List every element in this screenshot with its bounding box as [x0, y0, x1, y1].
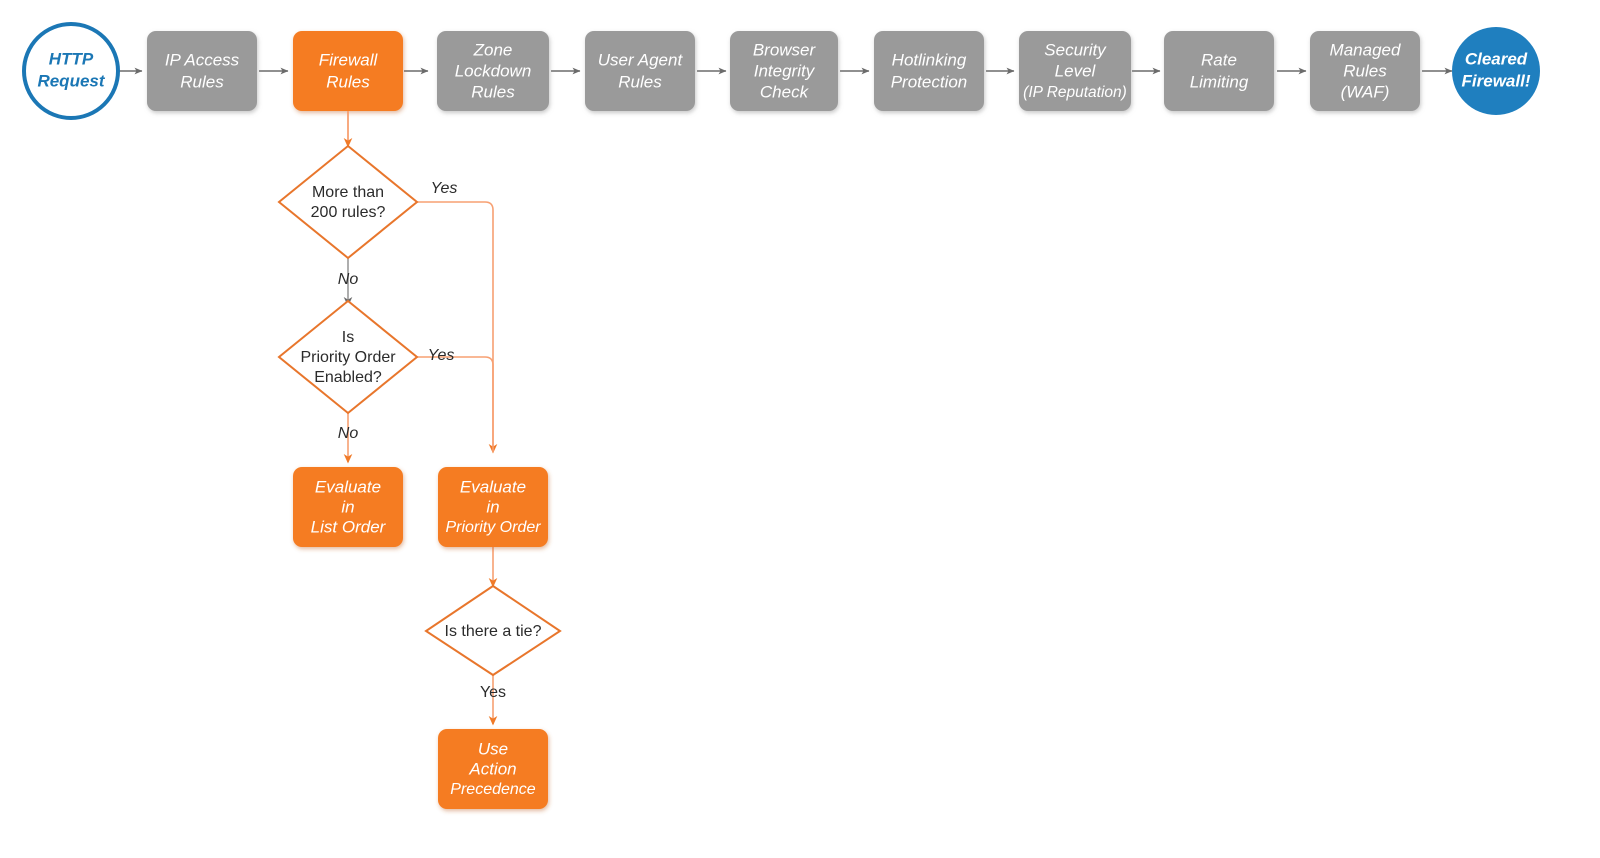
edge-label-yes-more-than-200: Yes — [431, 180, 458, 197]
node-evaluate-in-priority-order[interactable]: Evaluate in Priority Order — [438, 467, 548, 547]
zone-lockdown-rules-box — [437, 31, 549, 111]
is-priority-order-enabled-diamond — [277, 299, 419, 415]
evaluate-in-priority-order-label-line-1: Evaluate — [460, 477, 526, 496]
evaluate-in-list-order-label-line-1: Evaluate — [315, 477, 381, 496]
use-action-precedence-box — [438, 729, 548, 809]
evaluate-in-priority-order-label-line-2: in — [486, 497, 499, 516]
node-hotlinking-protection[interactable]: Hotlinking Protection — [874, 31, 984, 111]
rate-limiting-label-line-2: Limiting — [1190, 72, 1249, 91]
ip-access-rules-box — [147, 31, 257, 111]
ip-access-rules-label-line-1: IP Access — [165, 50, 240, 69]
is-priority-order-enabled-label-line-3: Enabled? — [314, 369, 382, 386]
node-cleared-firewall[interactable]: Cleared Firewall! — [1452, 27, 1540, 115]
more-than-200-rules-label-line-2: 200 rules? — [311, 204, 386, 221]
edge-label-no-more-than-200: No — [338, 271, 359, 288]
is-priority-order-enabled-label-line-1: Is — [342, 329, 354, 346]
node-firewall-rules[interactable]: Firewall Rules — [293, 31, 403, 111]
node-use-action-precedence[interactable]: Use Action Precedence — [438, 729, 548, 809]
firewall-rules-label-line-1: Firewall — [319, 50, 379, 69]
node-zone-lockdown-rules[interactable]: Zone Lockdown Rules — [437, 31, 549, 111]
evaluate-in-list-order-label-line-2: in — [341, 497, 354, 516]
is-priority-order-enabled-label-line-2: Priority Order — [300, 349, 396, 366]
evaluate-in-list-order-label-line-3: List Order — [311, 517, 387, 536]
node-ip-access-rules[interactable]: IP Access Rules — [147, 31, 257, 111]
node-http-request[interactable]: HTTP Request — [22, 22, 120, 120]
zone-lockdown-rules-label-line-3: Rules — [471, 82, 515, 101]
decision-is-priority-order-enabled[interactable]: Is Priority Order Enabled? — [277, 299, 419, 415]
browser-integrity-check-label-line-2: Integrity — [754, 61, 816, 80]
more-than-200-rules-diamond — [277, 144, 419, 260]
firewall-rules-box — [293, 31, 403, 111]
firewall-rules-label-line-2: Rules — [326, 72, 370, 91]
is-there-a-tie-label-line-1: Is there a tie? — [445, 623, 542, 640]
node-security-level[interactable]: Security Level (IP Reputation) — [1019, 31, 1131, 111]
ip-access-rules-label-line-2: Rules — [180, 72, 224, 91]
security-level-box — [1019, 31, 1131, 111]
browser-integrity-check-box — [730, 31, 838, 111]
http-request-label-line-2: Request — [37, 71, 105, 90]
cleared-firewall-circle — [1452, 27, 1540, 115]
zone-lockdown-rules-label-line-1: Zone — [473, 40, 513, 59]
use-action-precedence-label-line-3: Precedence — [450, 781, 535, 798]
http-request-label-line-1: HTTP — [49, 49, 94, 68]
evaluate-in-priority-order-box — [438, 467, 548, 547]
edge-label-yes-priority-order: Yes — [428, 347, 455, 364]
security-level-label-line-3: (IP Reputation) — [1023, 84, 1127, 101]
decision-more-than-200-rules[interactable]: More than 200 rules? — [277, 144, 419, 260]
browser-integrity-check-label-line-1: Browser — [753, 40, 817, 59]
user-agent-rules-box — [585, 31, 695, 111]
hotlinking-protection-box — [874, 31, 984, 111]
connector-yes-more-than-200 — [417, 201, 498, 454]
managed-rules-waf-box — [1310, 31, 1420, 111]
node-rate-limiting[interactable]: Rate Limiting — [1164, 31, 1274, 111]
node-browser-integrity-check[interactable]: Browser Integrity Check — [730, 31, 838, 111]
more-than-200-rules-label-line-1: More than — [312, 184, 384, 201]
node-evaluate-in-list-order[interactable]: Evaluate in List Order — [293, 467, 403, 547]
node-managed-rules-waf[interactable]: Managed Rules (WAF) — [1310, 31, 1420, 111]
node-user-agent-rules[interactable]: User Agent Rules — [585, 31, 695, 111]
http-request-circle — [22, 22, 120, 120]
evaluate-in-list-order-box — [293, 467, 403, 547]
edge-label-yes-tie: Yes — [480, 684, 506, 701]
hotlinking-protection-label-line-2: Protection — [891, 72, 968, 91]
hotlinking-protection-label-line-1: Hotlinking — [892, 50, 967, 69]
browser-integrity-check-label-line-3: Check — [760, 82, 810, 101]
managed-rules-waf-label-line-3: (WAF) — [1341, 82, 1390, 101]
rate-limiting-box — [1164, 31, 1274, 111]
use-action-precedence-label-line-1: Use — [478, 739, 508, 758]
use-action-precedence-label-line-2: Action — [468, 759, 516, 778]
user-agent-rules-label-line-1: User Agent — [598, 50, 684, 69]
decision-is-there-a-tie[interactable]: Is there a tie? — [424, 584, 562, 677]
cleared-firewall-label-line-2: Firewall! — [1462, 71, 1531, 90]
evaluate-in-priority-order-label-line-3: Priority Order — [445, 519, 541, 536]
user-agent-rules-label-line-2: Rules — [618, 72, 662, 91]
zone-lockdown-rules-label-line-2: Lockdown — [455, 61, 532, 80]
rate-limiting-label-line-1: Rate — [1201, 50, 1237, 69]
edge-label-no-priority-order: No — [338, 425, 359, 442]
is-there-a-tie-diamond — [424, 584, 562, 677]
security-level-label-line-2: Level — [1055, 61, 1097, 80]
security-level-label-line-1: Security — [1044, 40, 1107, 59]
managed-rules-waf-label-line-1: Managed — [1330, 40, 1401, 59]
cleared-firewall-label-line-1: Cleared — [1465, 49, 1528, 68]
managed-rules-waf-label-line-2: Rules — [1343, 61, 1387, 80]
connector-yes-priority-order — [417, 356, 494, 452]
